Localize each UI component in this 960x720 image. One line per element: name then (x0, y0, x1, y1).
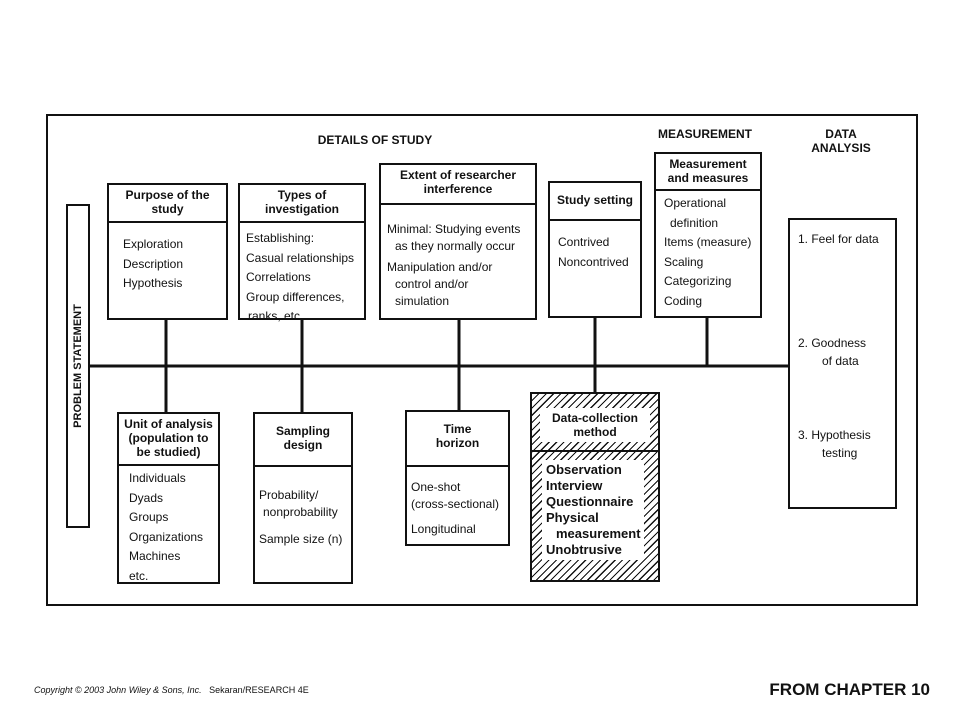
measures-item: definition (670, 215, 719, 230)
unit-item: Groups (129, 510, 169, 524)
purpose-title-line-1: Purpose of the (125, 188, 210, 202)
data-analysis-header-line-2: ANALYSIS (811, 141, 871, 155)
unit-box: Unit of analysis (population to be studi… (117, 412, 220, 584)
data-analysis-header: DATA ANALYSIS (786, 127, 896, 155)
extent-item: control and/or (395, 277, 469, 291)
time-title-line-2: horizon (435, 436, 480, 450)
unit-title: Unit of analysis (population to be studi… (119, 414, 218, 466)
types-item: Correlations (246, 270, 311, 284)
sampling-title: Sampling design (255, 414, 351, 467)
extent-title-line-2: interference (423, 182, 493, 196)
data-collection-box: Data-collection method Observation Inter… (530, 392, 660, 582)
data-analysis-item: 2. Goodness (798, 336, 867, 350)
types-item: ranks, etc. (248, 309, 304, 323)
data-collection-item: Interview (546, 478, 603, 493)
types-title: Types of investigation (240, 185, 364, 223)
sampling-item: Probability/ (259, 488, 319, 502)
time-title-line-1: Time (443, 422, 472, 436)
sampling-item: Sample size (n) (259, 532, 343, 546)
unit-item: Individuals (129, 471, 186, 485)
sampling-box: Sampling design Probability/ nonprobabil… (253, 412, 353, 584)
unit-title-line-1: Unit of analysis (124, 417, 213, 431)
data-analysis-header-line-1: DATA (825, 127, 857, 141)
measures-title-line-2: and measures (667, 171, 749, 185)
measures-item: Coding (664, 293, 703, 308)
purpose-item: Description (123, 256, 184, 271)
unit-item: Organizations (129, 529, 204, 544)
data-collection-item: measurement (556, 526, 641, 541)
extent-item: as they normally occur (395, 239, 516, 253)
extent-title: Extent of researcher interference (381, 165, 535, 205)
measures-title-line-1: Measurement (669, 157, 747, 171)
measures-item: Categorizing (664, 274, 732, 288)
chapter-label: FROM CHAPTER 10 (769, 680, 930, 699)
types-box: Types of investigation Establishing: Cas… (238, 183, 366, 323)
types-item: Casual relationships (246, 250, 355, 265)
sampling-title-line-1: Sampling (275, 424, 330, 438)
purpose-box: Purpose of the study Exploration Descrip… (107, 183, 228, 320)
measures-item: Operational (664, 196, 727, 210)
time-title: Time horizon (407, 412, 508, 467)
source-text: Sekaran/RESEARCH 4E (209, 685, 309, 695)
copyright-text: Copyright © 2003 John Wiley & Sons, Inc. (34, 685, 202, 695)
measures-item: Items (measure) (664, 235, 752, 249)
data-collection-item: Questionnaire (546, 494, 634, 509)
extent-item: simulation (395, 294, 450, 308)
unit-item: Machines (129, 549, 181, 563)
setting-item: Contrived (558, 235, 610, 249)
purpose-title-line-2: study (151, 202, 184, 216)
measurement-header: MEASUREMENT (657, 127, 752, 141)
types-title-line-2: investigation (264, 202, 339, 216)
data-collection-divider (532, 450, 658, 452)
data-collection-item: Observation (546, 462, 622, 477)
sampling-title-line-2: design (283, 438, 323, 452)
data-collection-item: Unobtrusive (546, 542, 622, 557)
extent-item: Manipulation and/or (387, 260, 493, 274)
data-collection-title-line-2: method (573, 425, 617, 439)
details-of-study-header: DETAILS OF STUDY (317, 133, 433, 147)
data-analysis-item: of data (822, 354, 859, 368)
measures-title: Measurement and measures (656, 154, 760, 191)
setting-box: Study setting Contrived Noncontrived (548, 181, 642, 318)
data-analysis-box: 1. Feel for data 2. Goodness of data 3. … (788, 218, 897, 509)
data-collection-title-line-1: Data-collection (551, 411, 638, 425)
time-box: Time horizon One-shot (cross-sectional) … (405, 410, 510, 546)
problem-statement-label: PROBLEM STATEMENT (72, 304, 84, 428)
purpose-item: Exploration (123, 237, 184, 251)
unit-title-line-3: be studied) (136, 445, 201, 459)
extent-box: Extent of researcher interference Minima… (379, 163, 537, 320)
time-item: One-shot (411, 480, 461, 494)
unit-item: etc. (129, 568, 149, 583)
data-collection-item: Physical (546, 510, 599, 525)
time-item: (cross-sectional) (411, 497, 500, 511)
purpose-item: Hypothesis (123, 276, 183, 290)
types-item: Establishing: (246, 231, 315, 245)
time-item: Longitudinal (411, 522, 476, 536)
problem-statement-box: PROBLEM STATEMENT (66, 204, 90, 528)
types-item: Group differences, (246, 289, 345, 304)
measures-box: Measurement and measures Operational def… (654, 152, 762, 318)
setting-item: Noncontrived (558, 254, 629, 269)
setting-title: Study setting (550, 183, 640, 221)
measures-item: Scaling (664, 254, 704, 269)
data-analysis-item: 3. Hypothesis (798, 428, 871, 442)
types-title-line-1: Types of (277, 188, 327, 202)
diagram-frame (46, 114, 918, 606)
extent-item: Minimal: Studying events (387, 222, 521, 236)
data-collection-title: Data-collection method (540, 408, 650, 442)
extent-title-line-1: Extent of researcher (399, 168, 517, 182)
unit-title-line-2: (population to (128, 431, 209, 445)
copyright-footer: Copyright © 2003 John Wiley & Sons, Inc.… (34, 685, 309, 695)
sampling-item: nonprobability (263, 505, 338, 519)
data-analysis-item: testing (822, 446, 858, 460)
purpose-title: Purpose of the study (109, 185, 226, 223)
data-analysis-item: 1. Feel for data (798, 232, 879, 246)
unit-item: Dyads (129, 490, 164, 505)
